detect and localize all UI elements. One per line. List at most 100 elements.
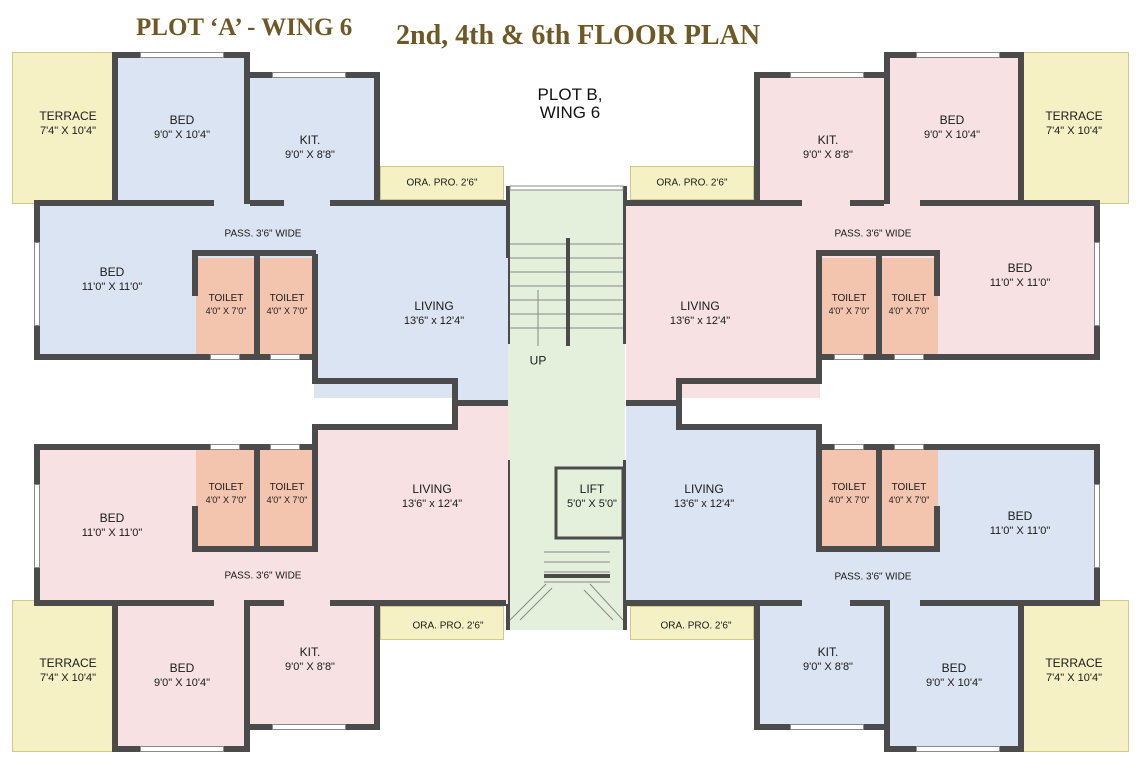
ora-pro-top-left [380, 166, 504, 200]
living-bottom-left-ext [458, 404, 508, 428]
bed-top-right [888, 56, 1021, 204]
wall [816, 354, 940, 360]
wall [816, 254, 822, 382]
wall [876, 444, 882, 550]
window [834, 444, 864, 450]
ora-pro-label: ORA. PRO. 2'6" [406, 177, 478, 189]
living-top-right [626, 258, 820, 398]
lower-stair-flight [509, 551, 624, 621]
window [270, 354, 300, 360]
kitchen-label: KIT.9'0" X 8'8" [285, 645, 335, 673]
kitchen-label: KIT.9'0" X 8'8" [803, 645, 853, 673]
kitchen-bottom-right [758, 604, 888, 728]
wall [626, 400, 682, 406]
wall [934, 506, 940, 552]
passage-bottom-left [196, 548, 316, 604]
toilet-tr-1 [820, 258, 878, 358]
wall [452, 404, 458, 430]
passage-label: PASS. 3'6" WIDE [224, 228, 302, 240]
passage-bottom-right [820, 548, 940, 604]
wall [244, 600, 250, 752]
window [272, 724, 346, 730]
bed-mid-right [938, 258, 1098, 358]
wall [34, 600, 214, 606]
toilet-br-2 [880, 448, 938, 548]
window [1094, 242, 1100, 326]
wall [330, 600, 506, 606]
kitchen-label: KIT.9'0" X 8'8" [803, 133, 853, 161]
bed-top-left [116, 56, 248, 204]
core-wall-lower-left [506, 460, 510, 630]
wall [192, 506, 198, 552]
lift-shaft [554, 466, 625, 540]
core-top-opening [509, 185, 624, 191]
living-top-left [314, 258, 508, 398]
bed-bottom-mid-left [36, 448, 196, 604]
wall [850, 200, 884, 206]
window [1094, 484, 1100, 568]
wall [374, 72, 380, 204]
passage-label: PASS. 3'6" WIDE [224, 570, 302, 582]
stair-landing-wall [544, 574, 610, 578]
window [894, 444, 924, 450]
toilet-tl-1 [196, 258, 254, 358]
toilet-tr-2 [880, 258, 938, 358]
wall [254, 444, 260, 550]
passage-top-right [626, 204, 1098, 258]
wall [34, 444, 196, 450]
living-bottom-right [626, 426, 820, 604]
stair-railing [566, 238, 570, 346]
living-bottom-right-ext [626, 404, 678, 428]
wall [192, 354, 316, 360]
wall [452, 378, 458, 406]
wall [330, 200, 506, 206]
terrace-bottom-right [1021, 600, 1129, 752]
living-bottom-left [316, 426, 508, 604]
wall [192, 250, 198, 296]
kitchen-top-left [248, 76, 378, 204]
ora-pro-label: ORA. PRO. 2'6" [660, 620, 732, 632]
wall [312, 254, 318, 382]
window [140, 52, 224, 58]
window [790, 724, 864, 730]
window [210, 444, 240, 450]
stair-up-label: UP [529, 353, 547, 368]
wall [884, 52, 890, 204]
wall [884, 600, 890, 752]
kitchen-top-right [758, 76, 888, 204]
wall [312, 424, 318, 552]
wall [626, 600, 802, 606]
wall [312, 378, 458, 384]
toilet-tl-2 [258, 258, 314, 358]
wall [676, 404, 682, 430]
wall [244, 52, 250, 204]
window [34, 242, 40, 326]
wall [192, 250, 316, 256]
wall [920, 600, 1100, 606]
core-wall-right [623, 186, 627, 344]
terrace-top-right [1021, 52, 1129, 204]
ora-pro-label: ORA. PRO. 2'6" [656, 177, 728, 189]
wall [34, 354, 196, 360]
ora-pro-top-right [630, 166, 754, 200]
window [790, 72, 864, 78]
window [34, 484, 40, 568]
wall [1018, 600, 1024, 752]
core-wall-lower-right [623, 460, 627, 630]
wall [112, 600, 118, 752]
